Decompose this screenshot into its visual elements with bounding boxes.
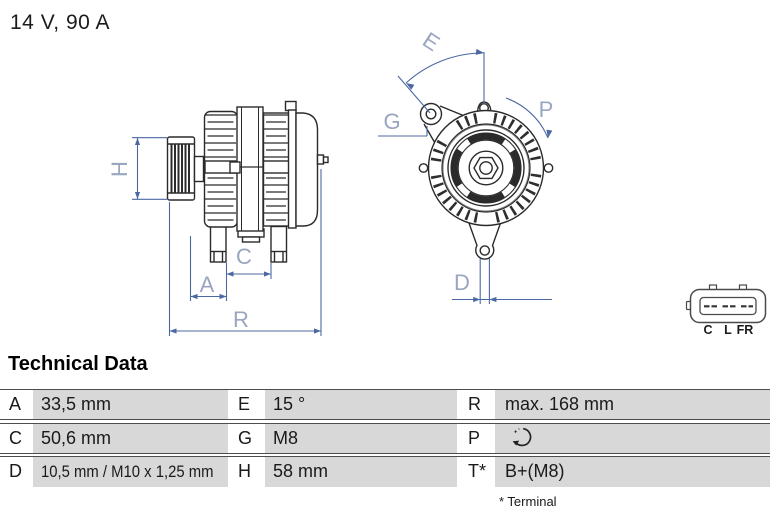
spec-value-a: 33,5 mm: [33, 390, 228, 419]
alternator-body-side: [203, 100, 329, 232]
connector-diagram: [685, 284, 767, 324]
dimension-label-p: P: [539, 97, 554, 122]
clockwise-rotation-icon: [512, 428, 532, 447]
side-view-dimensions: [132, 137, 322, 336]
spec-label-p: P: [457, 423, 495, 453]
dimension-label-r: R: [233, 307, 249, 332]
spec-label-a: A: [0, 390, 33, 419]
spec-value-d-text: 10,5 mm / M10 x 1,25 mm: [41, 463, 214, 481]
table-row: C 50,6 mm G M8 P: [0, 422, 770, 454]
dimension-label-g: G: [383, 109, 400, 134]
spec-value-d: 10,5 mm / M10 x 1,25 mm: [33, 457, 228, 487]
spec-value-h: 58 mm: [265, 457, 457, 487]
front-view-dimensions: [378, 48, 553, 304]
dimension-label-c: C: [236, 244, 252, 269]
dimension-label-a: A: [200, 272, 215, 297]
rotor-ring: [451, 133, 521, 203]
spec-label-d: D: [0, 457, 33, 487]
spec-value-e: 15 °: [265, 390, 457, 419]
alternator-body-front: [427, 109, 545, 227]
shaft-nut: [468, 150, 504, 186]
side-view-drawing: [166, 100, 329, 263]
spec-label-r: R: [457, 390, 495, 419]
connector-pin-label-fr: FR: [737, 323, 754, 337]
rating-title: 14 V, 90 A: [10, 11, 110, 34]
spec-label-c: C: [0, 423, 33, 453]
spec-value-c: 50,6 mm: [33, 423, 228, 453]
spec-value-p: [495, 423, 770, 453]
alternator-technical-drawing: H A C R: [107, 27, 767, 337]
spec-label-g: G: [228, 423, 265, 453]
pulley: [166, 136, 205, 201]
dimension-label-d: D: [454, 270, 470, 295]
terminal-stud: [316, 154, 329, 165]
terminal-footnote: * Terminal: [499, 494, 557, 509]
spec-value-t: B+(M8): [495, 457, 770, 487]
dimension-label-e: E: [418, 27, 444, 56]
connector-pin-label-l: L: [724, 323, 732, 337]
spec-value-r: max. 168 mm: [495, 390, 770, 419]
spec-value-g: M8: [265, 423, 457, 453]
table-row: A 33,5 mm E 15 ° R max. 168 mm: [0, 389, 770, 420]
front-view-drawing: [418, 101, 554, 260]
vent-slots: [430, 112, 542, 223]
spec-label-t: T*: [457, 457, 495, 487]
connector-inner: [699, 296, 757, 316]
connector-pin-label-c: C: [703, 323, 712, 337]
spec-label-e: E: [228, 390, 265, 419]
dimension-label-h: H: [107, 161, 132, 177]
technical-data-table: A 33,5 mm E 15 ° R max. 168 mm C 50,6 mm…: [0, 389, 770, 490]
spec-label-h: H: [228, 457, 265, 487]
table-row: D 10,5 mm / M10 x 1,25 mm H 58 mm T* B+(…: [0, 456, 770, 487]
technical-data-heading: Technical Data: [8, 353, 148, 375]
